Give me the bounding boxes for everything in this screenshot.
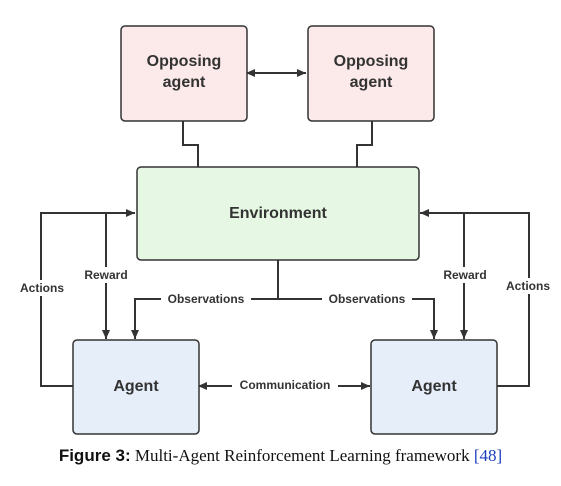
actions-right-label: Actions — [506, 279, 550, 293]
opposing-left-env-connector — [182, 121, 199, 167]
opposing-agent-left-label-line1: Opposing — [147, 53, 222, 70]
reward-left-label: Reward — [84, 268, 127, 282]
citation-open-bracket: [ — [473, 446, 480, 465]
observations-left-label: Observations — [168, 292, 245, 306]
citation-number[interactable]: 48 — [479, 446, 497, 465]
actions-right-arrow — [420, 209, 530, 387]
observations-right-label: Observations — [329, 292, 406, 306]
opposing-agent-right-label-line2: agent — [350, 74, 393, 91]
figure-caption: Figure 3: Multi-Agent Reinforcement Lear… — [0, 446, 561, 466]
reward-right-label: Reward — [443, 268, 486, 282]
opposing-agent-left-box — [120, 25, 248, 122]
citation-link[interactable]: [48] — [474, 446, 502, 465]
figure-caption-text: Multi-Agent Reinforcement Learning frame… — [134, 446, 470, 465]
opposing-agent-right-label-line1: Opposing — [334, 53, 409, 70]
figure-number: Figure 3: — [58, 446, 131, 465]
environment-box — [136, 166, 420, 261]
actions-left-label: Actions — [20, 281, 64, 295]
opposing-agent-right-box — [307, 25, 435, 122]
opposing-agent-left-label-line2: agent — [163, 74, 206, 91]
agent-left-box — [72, 339, 200, 435]
agent-right-label: Agent — [411, 378, 457, 395]
environment-label: Environment — [229, 205, 327, 222]
citation-close-bracket: ] — [496, 446, 503, 465]
opposing-right-env-connector — [356, 121, 373, 167]
actions-left-arrow — [40, 209, 135, 387]
communication-label: Communication — [240, 378, 331, 392]
agent-left-label: Agent — [113, 378, 159, 395]
agent-right-box — [370, 339, 498, 435]
